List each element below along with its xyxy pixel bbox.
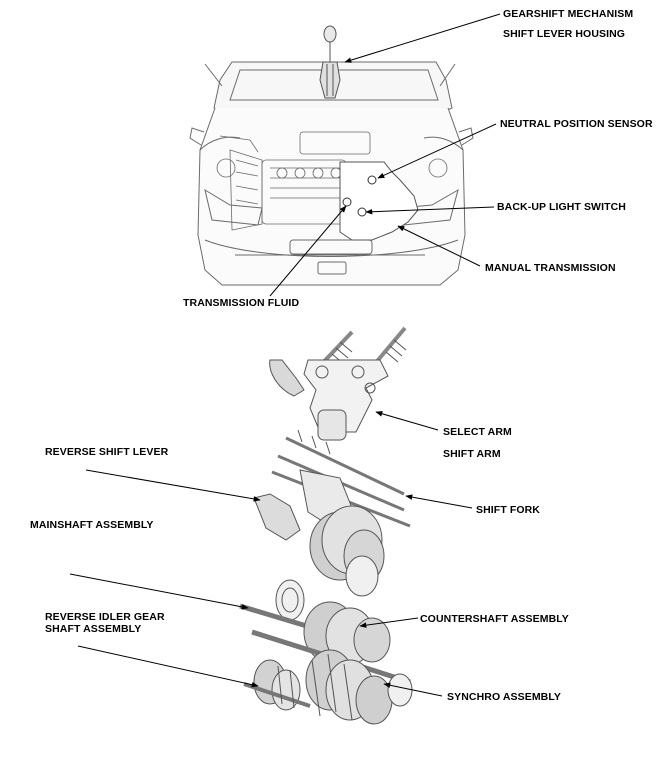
label-reverse-shift-lever: REVERSE SHIFT LEVER xyxy=(45,446,169,458)
label-select-arm: SELECT ARM xyxy=(443,426,512,438)
gearshift-lever xyxy=(319,25,341,99)
label-gearshift-mechanism: GEARSHIFT MECHANISM xyxy=(503,8,634,20)
label-countershaft-assembly: COUNTERSHAFT ASSEMBLY xyxy=(420,613,569,625)
label-reverse-idler-gear-line2: SHAFT ASSEMBLY xyxy=(45,623,142,635)
label-transmission-fluid: TRANSMISSION FLUID xyxy=(183,297,300,309)
label-neutral-position-sensor: NEUTRAL POSITION SENSOR xyxy=(500,118,653,130)
sensor-markers xyxy=(342,175,377,217)
leader-lines xyxy=(69,13,501,697)
label-synchro-assembly: SYNCHRO ASSEMBLY xyxy=(447,691,562,703)
label-shift-arm: SHIFT ARM xyxy=(443,448,501,460)
label-reverse-idler-gear-line1: REVERSE IDLER GEAR xyxy=(45,611,165,623)
car-illustration xyxy=(189,61,474,286)
label-manual-transmission: MANUAL TRANSMISSION xyxy=(485,262,616,274)
label-shift-fork: SHIFT FORK xyxy=(476,504,540,516)
label-shift-lever-housing: SHIFT LEVER HOUSING xyxy=(503,28,626,40)
transmission-highlight xyxy=(339,161,419,241)
engine-bay xyxy=(216,131,448,231)
label-back-up-light-switch: BACK-UP LIGHT SWITCH xyxy=(497,201,626,213)
label-mainshaft-assembly: MAINSHAFT ASSEMBLY xyxy=(30,519,154,531)
gearbox-illustration xyxy=(239,326,413,725)
